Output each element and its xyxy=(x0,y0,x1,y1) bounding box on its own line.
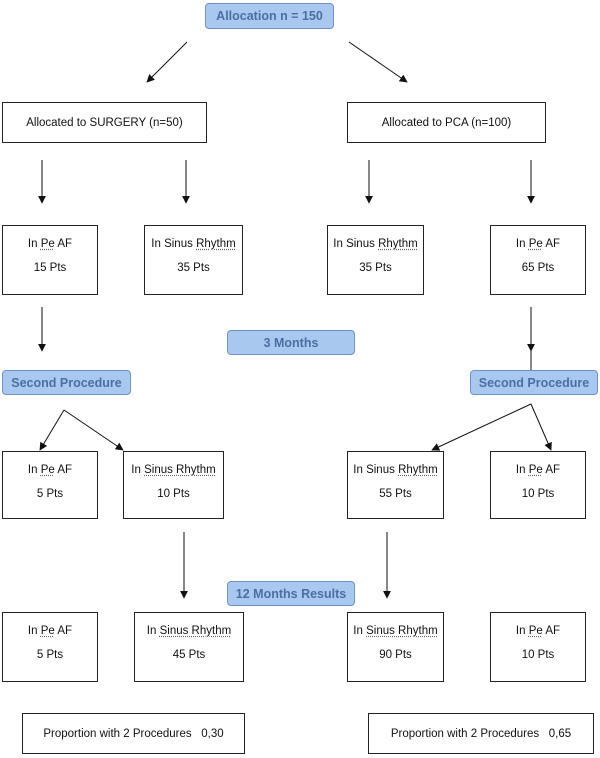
second-procedure-pill-surgery: Second Procedure xyxy=(2,370,131,395)
proportion-label-surgery: Proportion with 2 Procedures 0,30 xyxy=(43,727,224,740)
arrow-second-left-sinus xyxy=(63,409,124,451)
box-state: Sinus Rhythm xyxy=(366,625,438,637)
box-state: Rhythm xyxy=(196,238,236,250)
box-suffix: AF xyxy=(57,464,73,476)
box-surgery-sinus-35: In Sinus Rhythm 35 Pts xyxy=(144,225,243,295)
box-prefix: In xyxy=(146,625,157,637)
box-second-surgery-peaf-5: In Pe AF 5 Pts xyxy=(2,451,98,519)
box-state: Pe xyxy=(40,625,55,637)
second-procedure-label: Second Procedure xyxy=(478,375,590,390)
second-procedure-label: Second Procedure xyxy=(11,375,122,390)
box-final-pca-peaf-10: In Pe AF 10 Pts xyxy=(490,612,586,682)
twelve-months-pill: 12 Months Results xyxy=(227,581,355,606)
box-final-pca-sinus-90: In Sinus Rhythm 90 Pts xyxy=(347,612,444,682)
box-final-surgery-sinus-45: In Sinus Rhythm 45 Pts xyxy=(134,612,244,682)
box-state: Pe xyxy=(528,625,543,637)
box-count: 10 Pts xyxy=(521,649,555,661)
box-prefix: In xyxy=(27,464,38,476)
box-state: Pe xyxy=(40,238,55,250)
box-count: 35 Pts xyxy=(359,262,392,274)
box-count: 55 Pts xyxy=(379,488,412,500)
arrow-alloc-surgery xyxy=(146,41,188,83)
three-months-label: 3 Months xyxy=(263,335,319,350)
box-suffix: AF xyxy=(545,238,561,250)
box-prefix: In xyxy=(27,625,38,637)
box-prefix: In xyxy=(353,625,363,637)
pca-group-box: Allocated to PCA (n=100) xyxy=(347,102,546,143)
arrow-second-right-peaf xyxy=(530,403,552,451)
box-state: Rhythm xyxy=(398,464,438,476)
arrow-second-left-peaf xyxy=(39,409,65,451)
three-months-pill: 3 Months xyxy=(227,330,355,355)
box-prefix: In xyxy=(27,238,38,250)
box-second-pca-peaf-10: In Pe AF 10 Pts xyxy=(490,451,586,519)
box-suffix: AF xyxy=(57,625,73,637)
box-suffix: AF xyxy=(545,464,561,476)
box-state: Pe xyxy=(528,238,543,250)
surgery-group-box: Allocated to SURGERY (n=50) xyxy=(2,102,207,143)
allocation-label: Allocation n = 150 xyxy=(216,9,323,23)
box-count: 45 Pts xyxy=(172,649,206,661)
box-second-surgery-sinus-10: In Sinus Rhythm 10 Pts xyxy=(123,451,224,519)
box-count: 10 Pts xyxy=(157,488,190,500)
box-second-pca-sinus-55: In Sinus Rhythm 55 Pts xyxy=(347,451,444,519)
box-prefix: In Sinus xyxy=(353,464,395,476)
twelve-months-label: 12 Months Results xyxy=(235,586,347,601)
second-procedure-pill-pca: Second Procedure xyxy=(470,370,598,395)
box-state: Sinus Rhythm xyxy=(144,464,216,476)
box-prefix: In Sinus xyxy=(333,238,375,250)
box-count: 5 Pts xyxy=(36,488,64,500)
box-pca-peaf-65: In Pe AF 65 Pts xyxy=(490,225,586,295)
box-count: 65 Pts xyxy=(521,262,555,274)
box-prefix: In xyxy=(515,625,526,637)
box-count: 5 Pts xyxy=(36,649,64,661)
proportion-box-surgery: Proportion with 2 Procedures 0,30 xyxy=(22,713,245,754)
box-count: 10 Pts xyxy=(521,488,555,500)
box-count: 90 Pts xyxy=(379,649,412,661)
allocation-pill: Allocation n = 150 xyxy=(205,3,334,29)
surgery-group-label: Allocated to SURGERY (n=50) xyxy=(26,116,183,129)
box-pca-sinus-35: In Sinus Rhythm 35 Pts xyxy=(327,225,424,295)
box-state: Pe xyxy=(40,464,55,476)
proportion-label-pca: Proportion with 2 Procedures 0,65 xyxy=(390,727,572,740)
box-final-surgery-peaf-5: In Pe AF 5 Pts xyxy=(2,612,98,682)
box-state: Rhythm xyxy=(378,238,418,250)
box-suffix: AF xyxy=(57,238,73,250)
proportion-box-pca: Proportion with 2 Procedures 0,65 xyxy=(368,713,594,754)
arrow-alloc-pca xyxy=(348,41,408,83)
box-surgery-peaf-15: In Pe AF 15 Pts xyxy=(2,225,98,295)
box-suffix: AF xyxy=(545,625,561,637)
arrow-second-right-sinus xyxy=(431,403,532,451)
box-count: 15 Pts xyxy=(33,262,67,274)
box-state: Sinus Rhythm xyxy=(159,625,232,637)
box-state: Pe xyxy=(528,464,543,476)
box-prefix: In xyxy=(131,464,141,476)
box-prefix: In xyxy=(515,238,526,250)
pca-group-label: Allocated to PCA (n=100) xyxy=(381,116,512,129)
box-prefix: In xyxy=(515,464,526,476)
box-prefix: In Sinus xyxy=(151,238,193,250)
box-count: 35 Pts xyxy=(177,262,210,274)
